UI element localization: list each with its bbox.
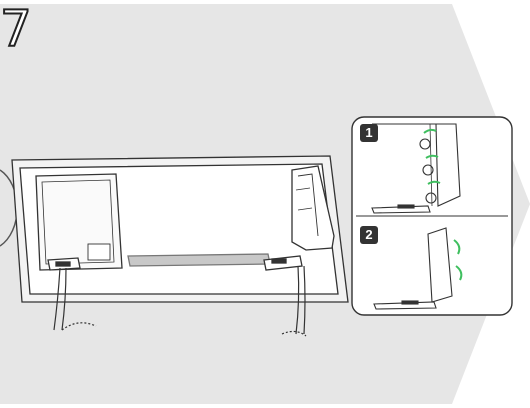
inset-callout — [351, 116, 513, 316]
power-cables — [53, 265, 307, 337]
substep-badge-2: 2 — [360, 226, 378, 244]
green-curved-arrow-icon — [453, 239, 463, 281]
substep-2-illustration — [373, 227, 453, 310]
substep-badge-1: 1 — [360, 124, 378, 142]
tv-rear-panel — [11, 155, 349, 303]
green-curved-arrow-icon — [423, 128, 441, 185]
substep-1-illustration — [371, 123, 461, 214]
step-number: 7 — [0, 0, 33, 58]
